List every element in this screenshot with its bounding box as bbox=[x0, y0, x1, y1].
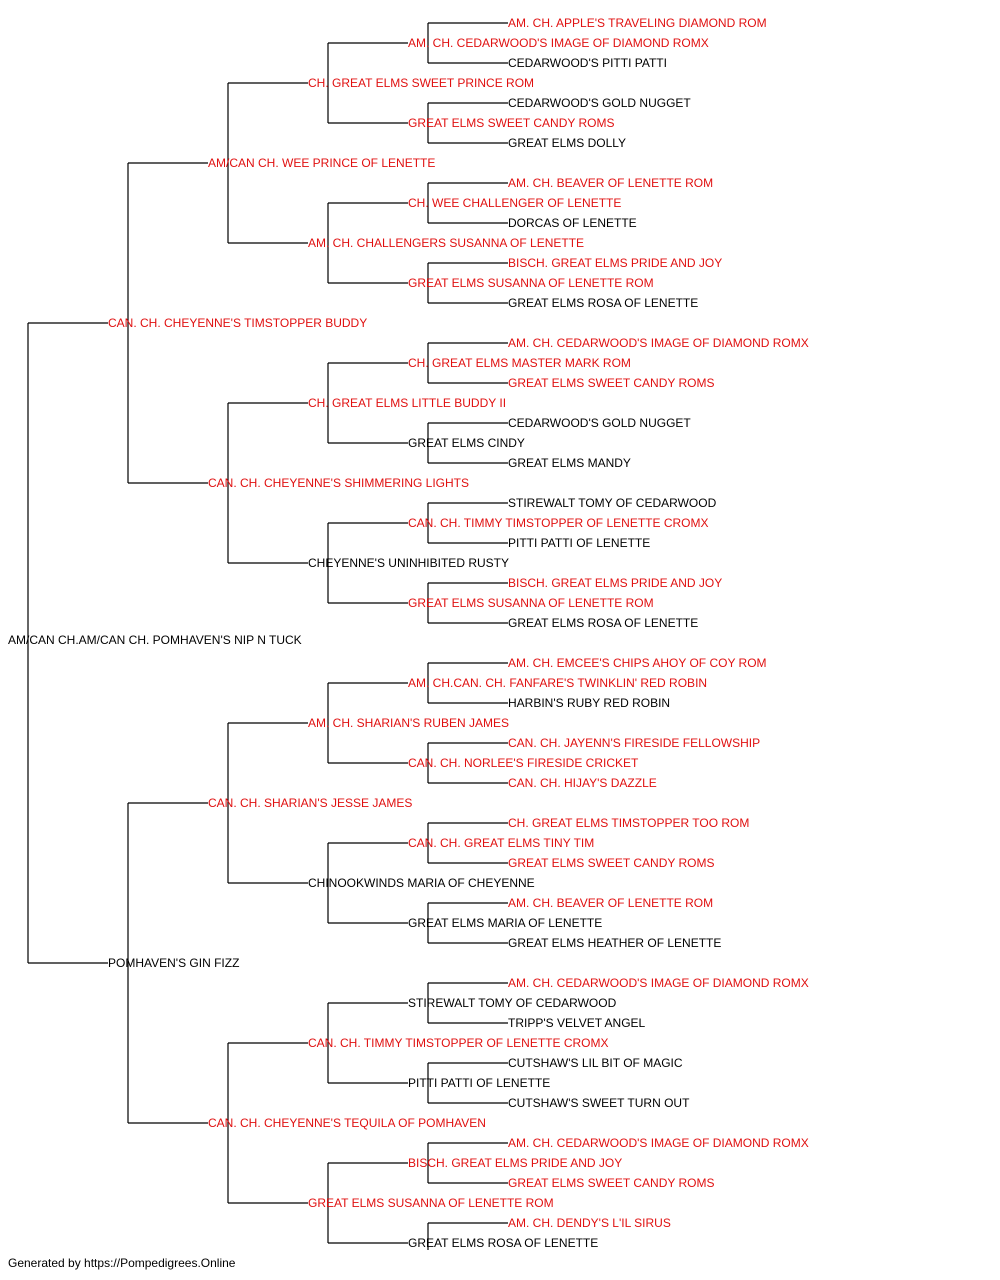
dog-name-gen3: CH. GREAT ELMS LITTLE BUDDY II bbox=[308, 396, 506, 410]
dog-name-gen5: GREAT ELMS ROSA OF LENETTE bbox=[508, 296, 698, 310]
dog-name-gen5: CUTSHAW'S SWEET TURN OUT bbox=[508, 1096, 690, 1110]
dog-name-gen3: CHEYENNE'S UNINHIBITED RUSTY bbox=[308, 556, 509, 570]
dog-name-gen5: DORCAS OF LENETTE bbox=[508, 216, 637, 230]
dog-name-gen4: PITTI PATTI OF LENETTE bbox=[408, 1076, 550, 1090]
dog-name-gen4: GREAT ELMS MARIA OF LENETTE bbox=[408, 916, 602, 930]
dog-name-gen5: CEDARWOOD'S PITTI PATTI bbox=[508, 56, 667, 70]
dog-name-gen5: CAN. CH. HIJAY'S DAZZLE bbox=[508, 776, 657, 790]
dog-name-gen5: BISCH. GREAT ELMS PRIDE AND JOY bbox=[508, 576, 722, 590]
dog-name-gen5: AM. CH. CEDARWOOD'S IMAGE OF DIAMOND ROM… bbox=[508, 976, 809, 990]
dog-name-gen5: AM. CH. DENDY'S L'IL SIRUS bbox=[508, 1216, 671, 1230]
dog-name-gen1: CAN. CH. CHEYENNE'S TIMSTOPPER BUDDY bbox=[108, 316, 367, 330]
dog-name-gen5: HARBIN'S RUBY RED ROBIN bbox=[508, 696, 670, 710]
dog-name-gen0: AM/CAN CH.AM/CAN CH. POMHAVEN'S NIP N TU… bbox=[8, 633, 302, 647]
dog-name-gen3: AM. CH. SHARIAN'S RUBEN JAMES bbox=[308, 716, 509, 730]
dog-name-gen5: AM. CH. CEDARWOOD'S IMAGE OF DIAMOND ROM… bbox=[508, 1136, 809, 1150]
dog-name-gen5: PITTI PATTI OF LENETTE bbox=[508, 536, 650, 550]
dog-name-gen1: POMHAVEN'S GIN FIZZ bbox=[108, 956, 239, 970]
dog-name-gen4: GREAT ELMS SUSANNA OF LENETTE ROM bbox=[408, 276, 654, 290]
dog-name-gen5: TRIPP'S VELVET ANGEL bbox=[508, 1016, 646, 1030]
dog-name-gen4: CAN. CH. NORLEE'S FIRESIDE CRICKET bbox=[408, 756, 639, 770]
dog-name-gen5: GREAT ELMS DOLLY bbox=[508, 136, 626, 150]
dog-name-gen3: CH. GREAT ELMS SWEET PRINCE ROM bbox=[308, 76, 534, 90]
dog-name-gen4: STIREWALT TOMY OF CEDARWOOD bbox=[408, 996, 617, 1010]
dog-name-gen5: CH. GREAT ELMS TIMSTOPPER TOO ROM bbox=[508, 816, 749, 830]
dog-name-gen5: GREAT ELMS SWEET CANDY ROMS bbox=[508, 376, 714, 390]
dog-name-gen2: CAN. CH. CHEYENNE'S TEQUILA OF POMHAVEN bbox=[208, 1116, 486, 1130]
dog-name-gen5: GREAT ELMS SWEET CANDY ROMS bbox=[508, 1176, 714, 1190]
dog-name-gen5: CEDARWOOD'S GOLD NUGGET bbox=[508, 96, 691, 110]
dog-name-gen5: AM. CH. CEDARWOOD'S IMAGE OF DIAMOND ROM… bbox=[508, 336, 809, 350]
dog-name-gen4: CH. GREAT ELMS MASTER MARK ROM bbox=[408, 356, 631, 370]
dog-name-gen4: CAN. CH. GREAT ELMS TINY TIM bbox=[408, 836, 594, 850]
dog-name-gen3: AM. CH. CHALLENGERS SUSANNA OF LENETTE bbox=[308, 236, 584, 250]
dog-name-gen2: CAN. CH. CHEYENNE'S SHIMMERING LIGHTS bbox=[208, 476, 469, 490]
dog-name-gen5: AM. CH. EMCEE'S CHIPS AHOY OF COY ROM bbox=[508, 656, 767, 670]
dog-name-gen5: GREAT ELMS ROSA OF LENETTE bbox=[508, 616, 698, 630]
dog-name-gen4: GREAT ELMS SWEET CANDY ROMS bbox=[408, 116, 614, 130]
dog-name-gen4: AM. CH. CEDARWOOD'S IMAGE OF DIAMOND ROM… bbox=[408, 36, 709, 50]
dog-name-gen5: AM. CH. BEAVER OF LENETTE ROM bbox=[508, 896, 713, 910]
dog-name-gen3: CHINOOKWINDS MARIA OF CHEYENNE bbox=[308, 876, 535, 890]
dog-name-gen4: GREAT ELMS SUSANNA OF LENETTE ROM bbox=[408, 596, 654, 610]
footer-credit: Generated by https://Pompedigrees.Online bbox=[8, 1256, 236, 1270]
dog-name-gen2: AM/CAN CH. WEE PRINCE OF LENETTE bbox=[208, 156, 435, 170]
dog-name-gen5: AM. CH. BEAVER OF LENETTE ROM bbox=[508, 176, 713, 190]
dog-name-gen5: STIREWALT TOMY OF CEDARWOOD bbox=[508, 496, 717, 510]
dog-name-gen4: GREAT ELMS CINDY bbox=[408, 436, 525, 450]
pedigree-chart: AM. CH. APPLE'S TRAVELING DIAMOND ROM CED… bbox=[8, 16, 809, 1250]
dog-name-gen5: GREAT ELMS HEATHER OF LENETTE bbox=[508, 936, 721, 950]
dog-name-gen4: BISCH. GREAT ELMS PRIDE AND JOY bbox=[408, 1156, 622, 1170]
dog-name-gen4: CAN. CH. TIMMY TIMSTOPPER OF LENETTE CRO… bbox=[408, 516, 708, 530]
dog-name-gen3: GREAT ELMS SUSANNA OF LENETTE ROM bbox=[308, 1196, 554, 1210]
dog-name-gen2: CAN. CH. SHARIAN'S JESSE JAMES bbox=[208, 796, 412, 810]
dog-name-gen5: CAN. CH. JAYENN'S FIRESIDE FELLOWSHIP bbox=[508, 736, 760, 750]
dog-name-gen5: CEDARWOOD'S GOLD NUGGET bbox=[508, 416, 691, 430]
dog-name-gen5: AM. CH. APPLE'S TRAVELING DIAMOND ROM bbox=[508, 16, 767, 30]
dog-name-gen5: GREAT ELMS MANDY bbox=[508, 456, 631, 470]
dog-name-gen4: GREAT ELMS ROSA OF LENETTE bbox=[408, 1236, 598, 1250]
dog-name-gen5: BISCH. GREAT ELMS PRIDE AND JOY bbox=[508, 256, 722, 270]
dog-name-gen4: CH. WEE CHALLENGER OF LENETTE bbox=[408, 196, 621, 210]
dog-name-gen5: GREAT ELMS SWEET CANDY ROMS bbox=[508, 856, 714, 870]
dog-name-gen5: CUTSHAW'S LIL BIT OF MAGIC bbox=[508, 1056, 683, 1070]
dog-name-gen3: CAN. CH. TIMMY TIMSTOPPER OF LENETTE CRO… bbox=[308, 1036, 608, 1050]
dog-name-gen4: AM. CH.CAN. CH. FANFARE'S TWINKLIN' RED … bbox=[408, 676, 707, 690]
